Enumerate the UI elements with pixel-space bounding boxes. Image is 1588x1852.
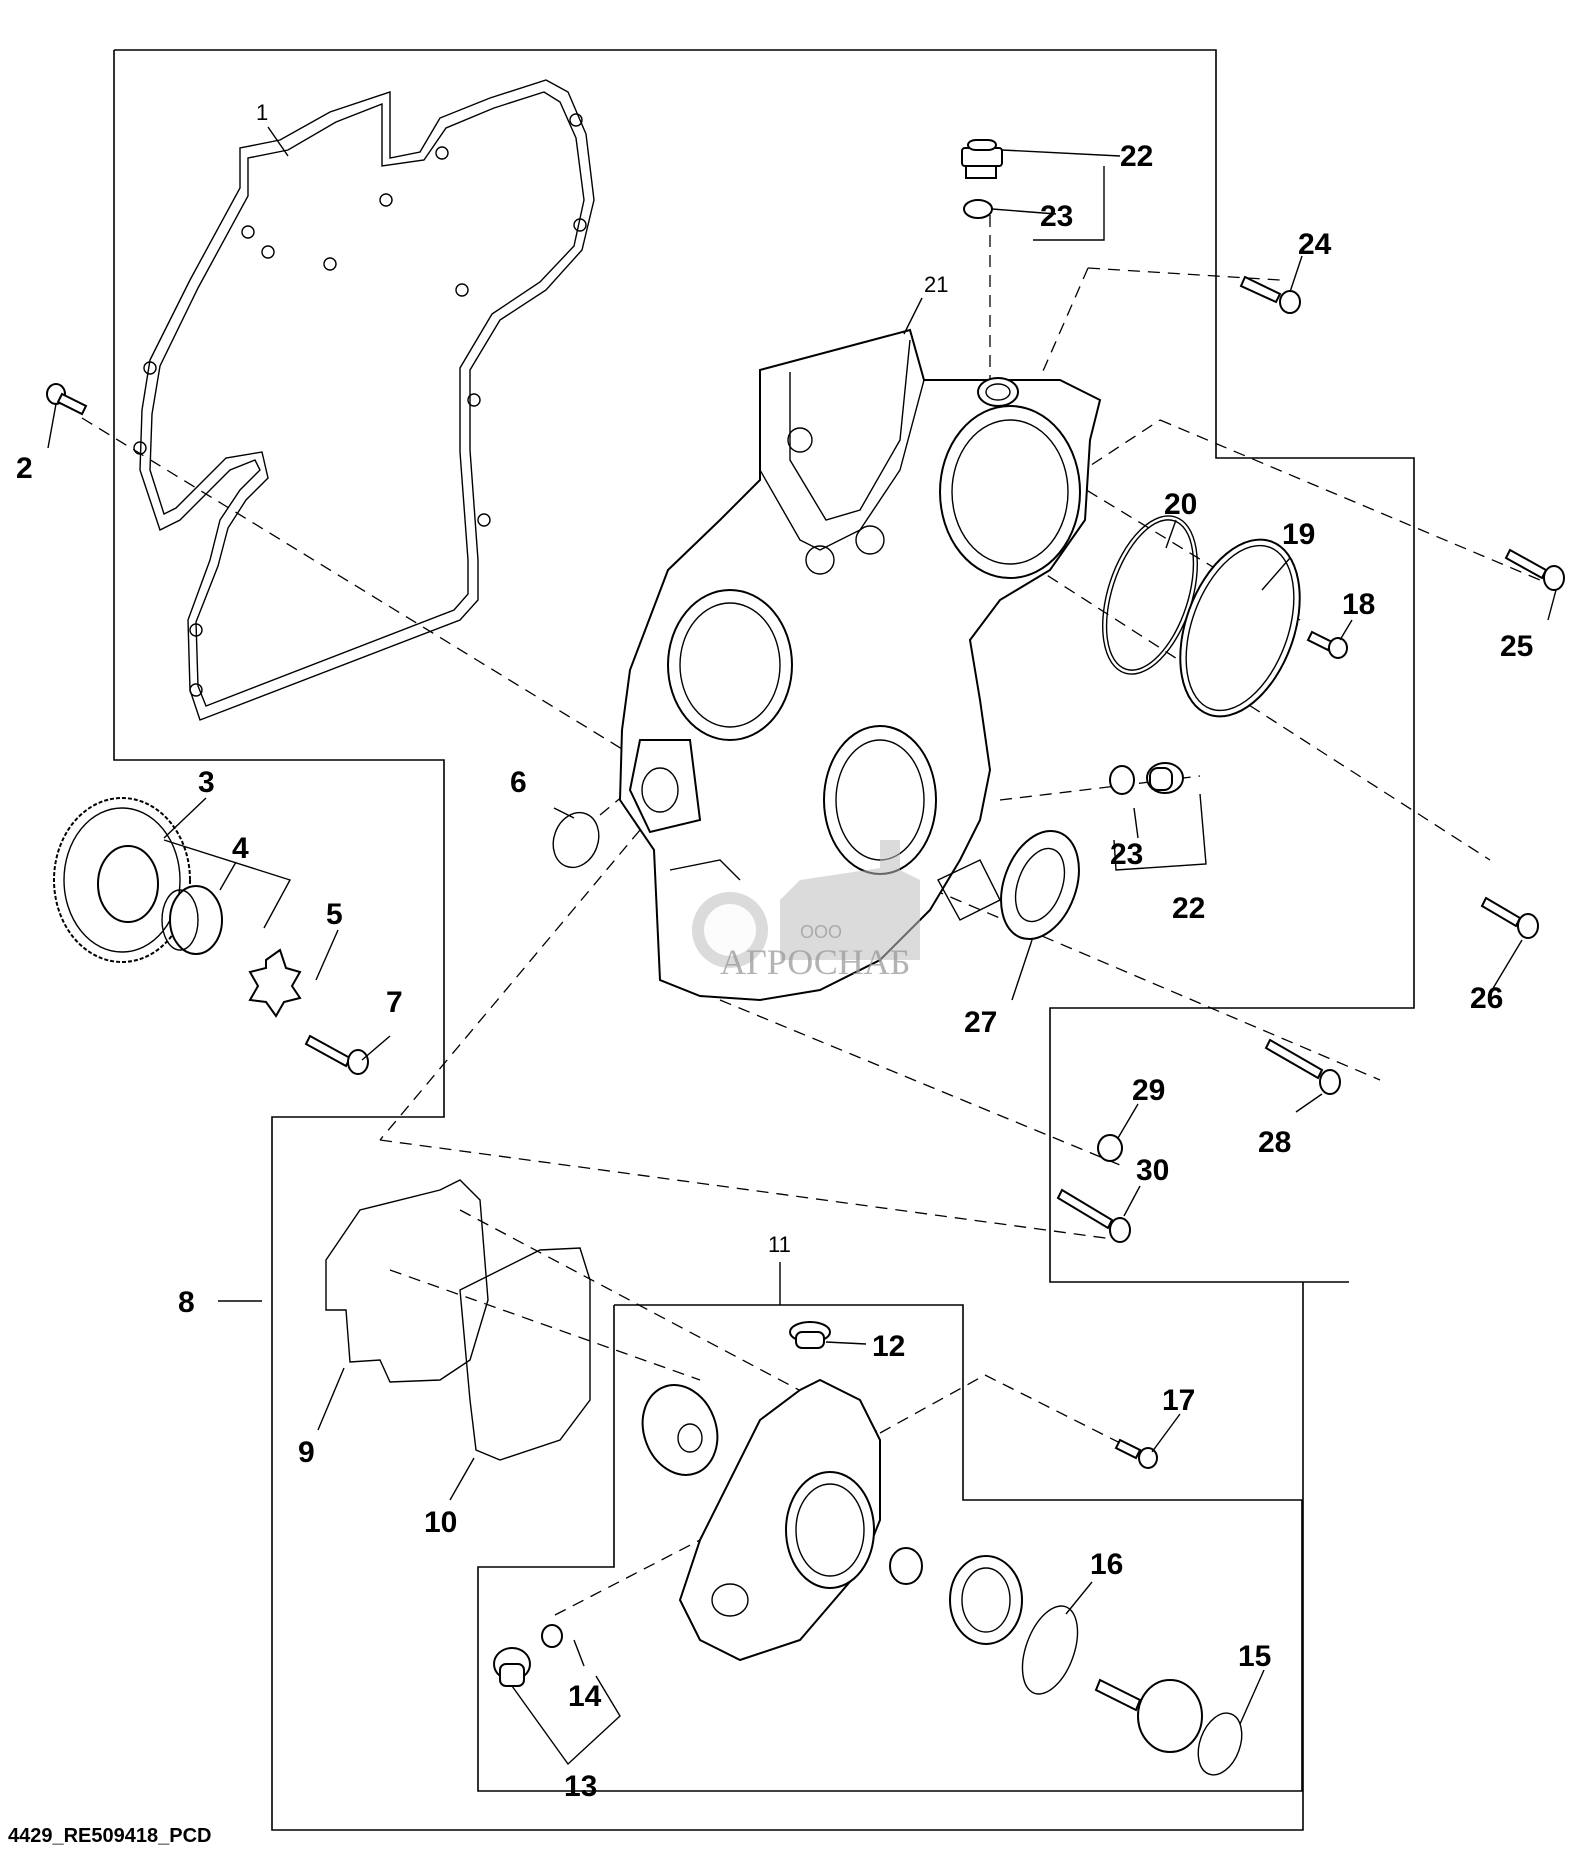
callout-14: 14: [568, 1680, 602, 1713]
watermark-prefix: ООО: [800, 922, 842, 942]
part-cover-plate-19: [1179, 538, 1301, 718]
callout-15: 15: [1238, 1640, 1271, 1673]
part-bolt-2: [46, 383, 88, 416]
part-pump-shaft: [1094, 1678, 1203, 1753]
callout-22-mid: 22: [1172, 892, 1205, 925]
callout-10: 10: [424, 1506, 457, 1539]
part-snap-ring-16: [1021, 1605, 1079, 1695]
callout-9: 9: [298, 1436, 315, 1469]
callout-30: 30: [1136, 1154, 1169, 1187]
part-seal-ring-14: [541, 1624, 563, 1648]
callout-4: 4: [232, 832, 249, 865]
callout-22-top: 22: [1120, 140, 1153, 173]
part-bushing-4: [161, 885, 223, 955]
part-water-pump-housing: [678, 1378, 881, 1662]
part-thrust-plate-5: [248, 948, 302, 1018]
callout-27: 27: [964, 1006, 997, 1039]
callout-28: 28: [1258, 1126, 1291, 1159]
callout-11: 11: [768, 1232, 791, 1257]
part-seal-ring-23-mid: [1109, 765, 1135, 795]
part-oil-seal-27: [1000, 829, 1080, 941]
callout-7: 7: [386, 986, 403, 1019]
group-frames: [113, 49, 1415, 1831]
leader-lines: [47, 126, 1557, 1766]
part-bolt-25: [1504, 548, 1565, 591]
callout-3: 3: [198, 766, 215, 799]
part-bolt-7: [304, 1034, 369, 1075]
watermark-company: АГРОСНАБ: [720, 942, 910, 982]
part-bolt-28: [1264, 1038, 1341, 1095]
bracket-22-23-top: [1033, 166, 1105, 241]
frame-upper-left: [113, 50, 1304, 1831]
callout-18: 18: [1342, 588, 1375, 621]
part-bolt-18: [1306, 630, 1348, 659]
part-plug-22-top: [961, 139, 1003, 179]
part-plug-13: [493, 1647, 531, 1687]
drawing-id: 4429_RE509418_PCD: [8, 1825, 212, 1847]
frame-upper: [114, 49, 1415, 1283]
frame-water-pump: [477, 1304, 1303, 1792]
part-bolt-30: [1056, 1188, 1131, 1243]
callout-2: 2: [16, 452, 33, 485]
callout-6: 6: [510, 766, 527, 799]
part-snap-ring-15: [1197, 1712, 1243, 1776]
part-plate-9: [325, 1179, 489, 1383]
part-bolt-17: [1114, 1438, 1158, 1469]
part-plug-22-mid: [1146, 762, 1184, 794]
callout-12: 12: [872, 1330, 905, 1363]
callouts: 1 2 3 4 5 6 7 8 9 10 11 12 13 14 15 16 1…: [16, 100, 1533, 1803]
callout-21: 21: [924, 272, 948, 297]
callout-19: 19: [1282, 518, 1315, 551]
small-parts: [46, 139, 1565, 1776]
part-bearing: [949, 1555, 1023, 1645]
callout-29: 29: [1132, 1074, 1165, 1107]
part-bolt-26: [1480, 896, 1539, 939]
part-gasket-front-cover: [133, 79, 595, 721]
callout-16: 16: [1090, 1548, 1123, 1581]
part-pump-seal: [889, 1547, 923, 1585]
callout-5: 5: [326, 898, 343, 931]
callout-17: 17: [1162, 1384, 1195, 1417]
part-impeller: [641, 1384, 719, 1476]
callout-1: 1: [256, 100, 268, 125]
part-timing-gear-cover: [618, 328, 1102, 1002]
callout-24: 24: [1298, 228, 1332, 261]
part-nut-29: [1097, 1134, 1123, 1162]
callout-20: 20: [1164, 488, 1197, 521]
part-gasket-10: [459, 1247, 591, 1461]
part-seal-ring-23-top: [963, 199, 993, 219]
part-bolt-24: [1239, 275, 1301, 314]
watermark-combine-icon: [780, 840, 920, 960]
callout-23-mid: 23: [1110, 838, 1143, 871]
part-o-ring-6: [552, 811, 600, 869]
callout-23-top: 23: [1040, 200, 1073, 233]
callout-25: 25: [1500, 630, 1533, 663]
callout-13: 13: [564, 1770, 597, 1803]
callout-8: 8: [178, 1286, 195, 1319]
part-idler-gear-3: [53, 797, 191, 963]
part-plug-12: [789, 1321, 831, 1349]
watermark: ООО АГРОСНАБ: [692, 840, 920, 982]
callout-26: 26: [1470, 982, 1503, 1015]
